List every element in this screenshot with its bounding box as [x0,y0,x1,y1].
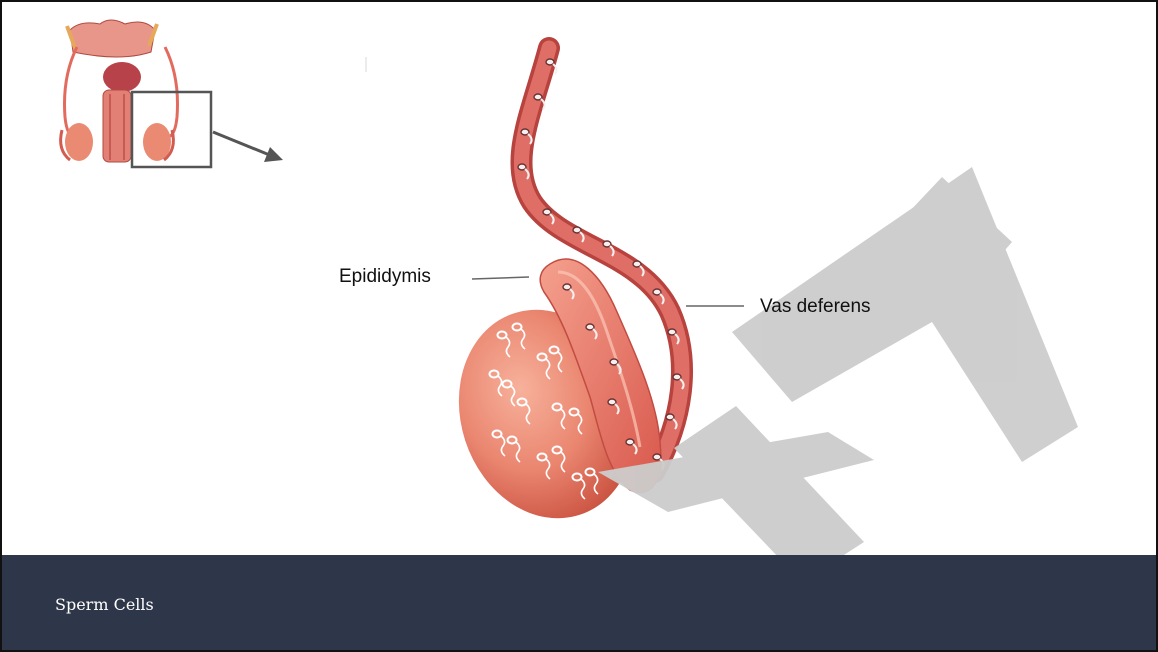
epididymis-label: Epididymis [339,266,431,288]
slide-caption: Sperm Cells [55,595,154,614]
zoom-arrow-shaft [213,132,272,156]
vas-deferens-label: Vas deferens [760,296,871,318]
epididymis-leader-line [472,277,529,279]
footer-bar: Sperm Cells [2,555,1156,650]
inset-highlight-box [132,92,211,167]
